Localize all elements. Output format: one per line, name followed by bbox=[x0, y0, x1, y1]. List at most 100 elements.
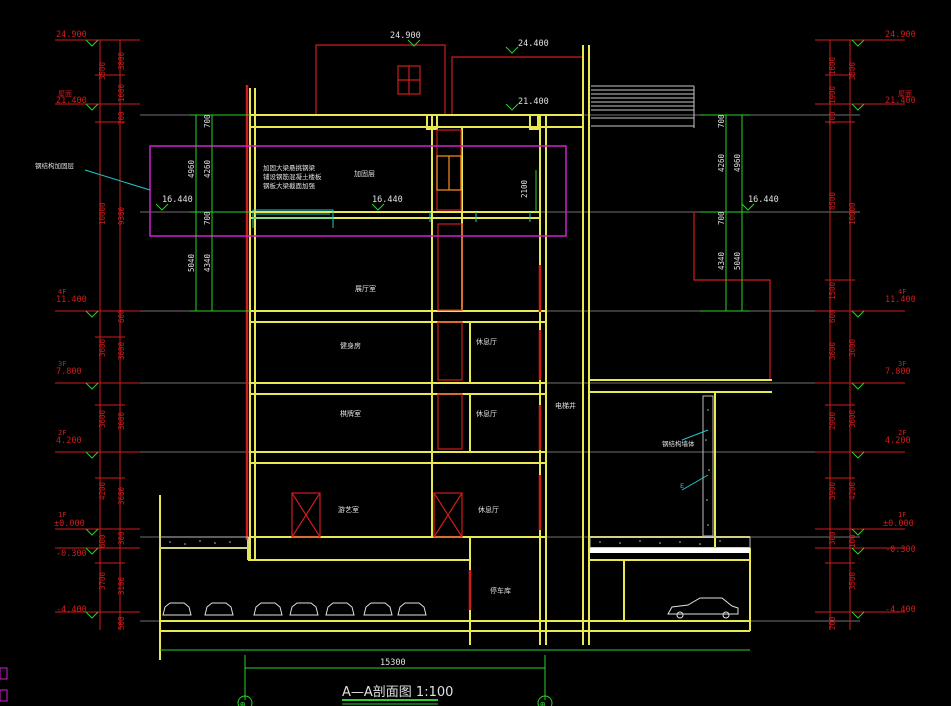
left-dim-inner-3: 9300 bbox=[117, 206, 126, 225]
hatch-dots bbox=[169, 409, 721, 545]
note-callout-right: 钢结构墙体 bbox=[662, 439, 695, 448]
right-dim-inner-2: 1900 bbox=[828, 85, 837, 104]
roof-mark-2: 24.400 bbox=[518, 39, 549, 49]
section-dim-lower-1: 5040 bbox=[187, 253, 196, 272]
doors bbox=[291, 129, 463, 538]
level-right-roof: 21.400 bbox=[885, 96, 916, 106]
left-dim-inner-1: 3800 bbox=[117, 51, 126, 70]
left-dim-inner-6: 3600 bbox=[117, 486, 126, 505]
left-dim-outer-5: 4200 bbox=[98, 481, 107, 500]
level-left-3f: 7.800 bbox=[56, 367, 82, 377]
level-right-3f: 7.800 bbox=[885, 367, 911, 377]
left-dim-small-3: 300 bbox=[117, 531, 126, 545]
left-dim-small-2: 600 bbox=[117, 309, 126, 323]
section-dim-upper-3: 700 bbox=[203, 114, 212, 128]
level-left-4f-tag: 4F bbox=[58, 288, 66, 296]
level-left-ground: -0.300 bbox=[56, 549, 87, 559]
level-right-2f: 4.200 bbox=[885, 436, 911, 446]
title-underline bbox=[342, 699, 438, 705]
left-dim-inner-5: 3600 bbox=[117, 411, 126, 430]
section-dim-upper-2: 4260 bbox=[203, 159, 212, 178]
right-dim-inner-5: 3600 bbox=[828, 341, 837, 360]
right-dim-outer-5: 4200 bbox=[848, 481, 857, 500]
room-3f-a: 健身房 bbox=[340, 341, 361, 350]
room-1f-b: 休息厅 bbox=[478, 505, 499, 514]
level-left-roof-tag: 屋面 bbox=[58, 90, 72, 98]
door-dim: 2100 bbox=[520, 179, 529, 198]
grid-marker-left: ⊕ bbox=[240, 700, 245, 706]
right-dim-small-1: 700 bbox=[828, 111, 837, 125]
structure bbox=[159, 45, 772, 660]
mezzanine-highlight bbox=[149, 145, 567, 237]
left-dim-outer-1: 3500 bbox=[98, 61, 107, 80]
section-dim-right-4: 700 bbox=[717, 211, 726, 225]
right-dim-outer-4: 3600 bbox=[848, 409, 857, 428]
roof-mark-3: 21.400 bbox=[518, 97, 549, 107]
right-dim-small-5: 200 bbox=[828, 616, 837, 630]
level-left-basement: -4.400 bbox=[56, 605, 87, 615]
room-2f-b: 休息厅 bbox=[476, 409, 497, 418]
room-mezz: 加固层 bbox=[354, 169, 375, 178]
right-dim-outer-6: 3500 bbox=[848, 571, 857, 590]
room-3f-b: 休息厅 bbox=[476, 337, 497, 346]
level-right-basement: -4.400 bbox=[885, 605, 916, 615]
level-right-3f-tag: 3F bbox=[898, 360, 906, 368]
section-dim-right-5: 5040 bbox=[733, 251, 742, 270]
level-left-1f-tag: 1F bbox=[58, 511, 66, 519]
axis-marker-right bbox=[537, 695, 553, 706]
mezzanine-detail bbox=[84, 169, 709, 491]
right-dim-inner-6: 2900 bbox=[828, 411, 837, 430]
right-dim-inner-1: 1600 bbox=[828, 56, 837, 75]
ground-hatch bbox=[159, 395, 751, 553]
note-mezz-1: 加固大梁悬挑钢梁 bbox=[263, 163, 316, 172]
section-dim-upper-4: 700 bbox=[203, 211, 212, 225]
level-left-1f: ±0.000 bbox=[54, 519, 85, 529]
right-dim-inner-7: 3900 bbox=[828, 481, 837, 500]
level-left-2f-tag: 2F bbox=[58, 429, 66, 437]
right-dim-outer-1: 3500 bbox=[848, 61, 857, 80]
level-left-roof: 21.400 bbox=[56, 96, 87, 106]
left-dim-small-4: 600 bbox=[98, 534, 107, 548]
mezz-mark-center: 16.440 bbox=[372, 195, 403, 205]
grid-marker-right: ⊕ bbox=[540, 700, 545, 706]
note-callout-left: 钢结构加固层 bbox=[35, 161, 75, 170]
level-left-3f-tag: 3F bbox=[58, 360, 66, 368]
right-dim-outer-2: 10000 bbox=[848, 202, 857, 225]
left-dim-inner-4: 3600 bbox=[117, 341, 126, 360]
level-right-2f-tag: 2F bbox=[898, 429, 906, 437]
room-4f: 展厅室 bbox=[355, 284, 376, 293]
level-right-4f: 11.400 bbox=[885, 295, 916, 305]
level-left-roof-top: 24.900 bbox=[56, 30, 87, 40]
red-openings bbox=[245, 85, 542, 610]
room-1f-a: 游艺室 bbox=[338, 505, 359, 514]
right-dim-outer-3: 3600 bbox=[848, 338, 857, 357]
left-dim-outer-6: 3700 bbox=[98, 571, 107, 590]
note-callout-E: E bbox=[680, 482, 684, 490]
left-dim-small-5: 500 bbox=[117, 616, 126, 630]
left-dim-outer-3: 3600 bbox=[98, 338, 107, 357]
drawing-title: A—A剖面图 1:100 bbox=[342, 685, 453, 700]
right-dim-small-2: 600 bbox=[828, 309, 837, 323]
level-left-2f: 4.200 bbox=[56, 436, 82, 446]
section-dimension-lines bbox=[155, 39, 755, 700]
section-dim-right-2: 4260 bbox=[717, 153, 726, 172]
level-left-4f: 11.400 bbox=[56, 295, 87, 305]
section-dim-right-3: 700 bbox=[717, 114, 726, 128]
note-mezz-3: 钢板大梁截面加强 bbox=[263, 181, 316, 190]
level-right-4f-tag: 4F bbox=[898, 288, 906, 296]
mezz-mark-left: 16.440 bbox=[162, 195, 193, 205]
tool-square-2[interactable] bbox=[0, 689, 8, 702]
axis-marker-left bbox=[237, 695, 253, 706]
section-dim-right-6: 4340 bbox=[717, 251, 726, 270]
level-right-roof-top: 24.900 bbox=[885, 30, 916, 40]
room-b1: 停车库 bbox=[490, 586, 511, 595]
right-dim-small-4: 100 bbox=[848, 534, 857, 548]
overall-width: 15300 bbox=[380, 658, 406, 668]
note-mezz-2: 铺设钢筋混凝土楼板 bbox=[263, 172, 322, 181]
level-triangles bbox=[85, 39, 865, 619]
level-right-1f-tag: 1F bbox=[898, 511, 906, 519]
level-right-roof-tag: 屋面 bbox=[898, 90, 912, 98]
tool-square-1[interactable] bbox=[0, 667, 8, 680]
left-dim-inner-7: 3100 bbox=[117, 576, 126, 595]
